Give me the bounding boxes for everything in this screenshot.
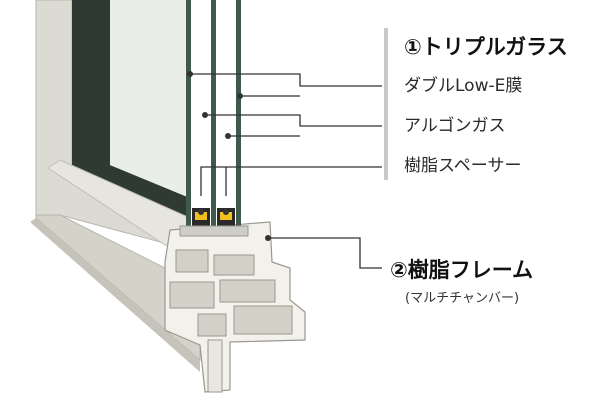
glazing-bead — [179, 225, 249, 237]
leader-low-e — [190, 73, 382, 87]
label-multi-chamber: (マルチチャンバー) — [405, 291, 520, 306]
glass-edge-2 — [211, 0, 216, 232]
leader-dots — [187, 71, 271, 241]
chamber — [219, 279, 276, 303]
chamber — [175, 249, 209, 273]
chamber — [233, 305, 293, 335]
label-double-low-e: ダブルLow-E膜 — [404, 76, 523, 96]
label-resin-spacer: 樹脂スペーサー — [404, 156, 522, 176]
label-triple-glass: ①トリプルガラス — [404, 35, 568, 59]
desiccant-2 — [220, 212, 232, 220]
glass-edge-3 — [236, 0, 241, 232]
leader-spacer — [200, 166, 382, 196]
chamber — [213, 254, 255, 276]
frame-leg — [207, 339, 223, 393]
chamber — [197, 313, 227, 337]
inner-frame-border — [60, 0, 190, 230]
label-resin-frame: ②樹脂フレーム — [390, 258, 534, 282]
leader-lines — [190, 73, 382, 269]
sill-lip — [30, 218, 200, 372]
glass-edge-1 — [186, 0, 191, 232]
label-separator — [384, 28, 388, 180]
glass-pane — [110, 0, 190, 198]
chamber — [169, 281, 215, 309]
leader-frame — [268, 237, 382, 269]
leader-argon — [205, 114, 382, 127]
desiccant-1 — [195, 212, 207, 220]
label-argon-gas: アルゴンガス — [404, 116, 506, 136]
